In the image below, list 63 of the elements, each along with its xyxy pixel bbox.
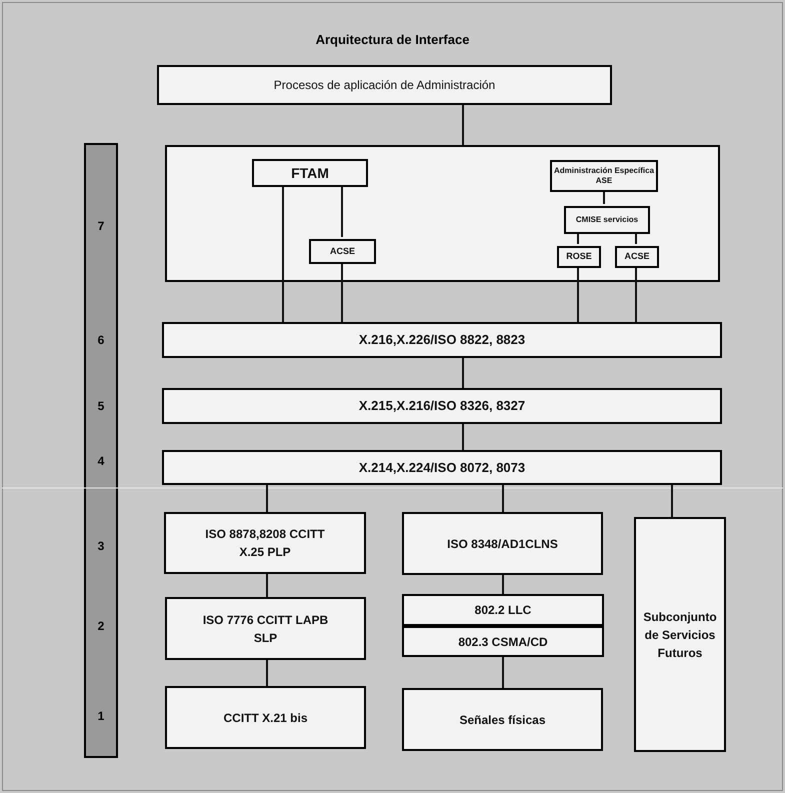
box-label: X.214,X.224/ISO 8072, 8073 <box>358 458 526 477</box>
layer-panel <box>165 145 720 282</box>
connector-line <box>282 185 284 322</box>
box-label: ACSE <box>624 250 650 264</box>
protocol-box <box>564 206 650 234</box>
layer-box <box>162 322 722 358</box>
protocol-box <box>402 512 603 575</box>
connector-line <box>502 485 504 512</box>
box-label: 802.3 CSMA/CD <box>458 634 548 650</box>
connector-line <box>266 485 268 512</box>
connector-line <box>341 262 343 322</box>
box-label: Subconjunto de Servicios Futuros <box>642 608 718 662</box>
protocol-column <box>634 517 726 752</box>
box-label: Administración Específica ASE <box>552 166 656 186</box>
protocol-box <box>402 594 604 626</box>
protocol-box <box>164 512 366 574</box>
connector-line <box>577 232 579 244</box>
diagram-title: Arquitectura de Interface <box>314 31 470 49</box>
layer-number: 2 <box>96 618 106 635</box>
box-label: CCITT X.21 bis <box>223 710 308 726</box>
connector-line <box>635 232 637 244</box>
layer-number: 7 <box>96 218 106 235</box>
connector-line <box>462 358 464 388</box>
box-label: Procesos de aplicación de Administración <box>274 77 496 94</box>
connector-line <box>577 266 579 322</box>
connector-line <box>341 185 343 237</box>
layer-number: 6 <box>96 332 106 349</box>
box-label: CMISE servicios <box>576 215 638 225</box>
box-label: ISO 7776 CCITT LAPB SLP <box>202 612 330 646</box>
box-label: ISO 8348/AD1CLNS <box>447 536 558 552</box>
layer-box <box>162 388 722 424</box>
box-label: ACSE <box>330 244 355 258</box>
protocol-box <box>402 688 603 751</box>
protocol-box <box>309 239 376 264</box>
protocol-box <box>252 159 368 187</box>
connector-line <box>462 424 464 450</box>
layer-number: 5 <box>96 398 106 415</box>
protocol-box <box>402 626 604 657</box>
box-label: ROSE <box>566 250 592 264</box>
box-label: ISO 8878,8208 CCITT X.25 PLP <box>204 526 326 561</box>
layer-box <box>162 450 722 485</box>
layer-number: 1 <box>96 708 106 725</box>
protocol-box <box>550 160 658 192</box>
layer-number: 3 <box>96 538 106 555</box>
box-label: 802.2 LLC <box>474 602 532 619</box>
connector-line <box>603 190 605 204</box>
connector-line <box>502 575 504 594</box>
connector-line <box>502 657 504 688</box>
connector-line <box>462 105 464 145</box>
protocol-box <box>557 246 601 268</box>
protocol-box <box>165 686 366 749</box>
protocol-box <box>165 597 366 660</box>
box-label: Señales físicas <box>459 712 546 728</box>
layer-number: 4 <box>96 453 106 470</box>
protocol-box <box>615 246 659 268</box>
box-label: FTAM <box>291 164 329 182</box>
connector-line <box>635 266 637 322</box>
box-label: X.215,X.216/ISO 8326, 8327 <box>358 397 526 416</box>
connector-line <box>266 574 268 597</box>
box-label: X.216,X.226/ISO 8822, 8823 <box>358 331 526 350</box>
process-box <box>157 65 612 105</box>
connector-line <box>266 660 268 686</box>
connector-line <box>671 485 673 517</box>
